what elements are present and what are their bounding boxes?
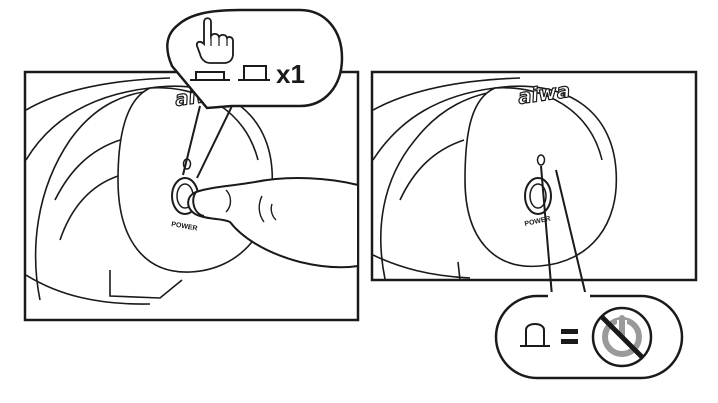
pressed-button-icon [190, 71, 230, 81]
callout-power-off [494, 165, 684, 380]
callout-press-once: x1 [166, 8, 344, 179]
pointing-hand-icon [195, 17, 234, 64]
equals-sign [561, 329, 578, 344]
power-off-icon [591, 306, 653, 368]
headband-curve [26, 77, 171, 111]
button-icon [238, 65, 270, 81]
headband-curve [373, 77, 521, 111]
indicator-led [536, 154, 546, 166]
power-button[interactable] [524, 177, 552, 215]
earcup-disc [464, 85, 618, 268]
shell-outline [26, 87, 151, 161]
indicator-light-icon [520, 323, 550, 347]
callout-bubble [166, 8, 344, 110]
callout-bubble [494, 294, 684, 380]
earcup-disc [117, 85, 274, 273]
power-label: POWER [171, 221, 198, 232]
panel-power-off: aiwa POWER [370, 70, 698, 282]
press-count: x1 [276, 59, 305, 89]
shell-outline [373, 87, 496, 161]
panel-press-power: aiwa POWER [23, 70, 360, 322]
finger-hand [187, 177, 359, 269]
